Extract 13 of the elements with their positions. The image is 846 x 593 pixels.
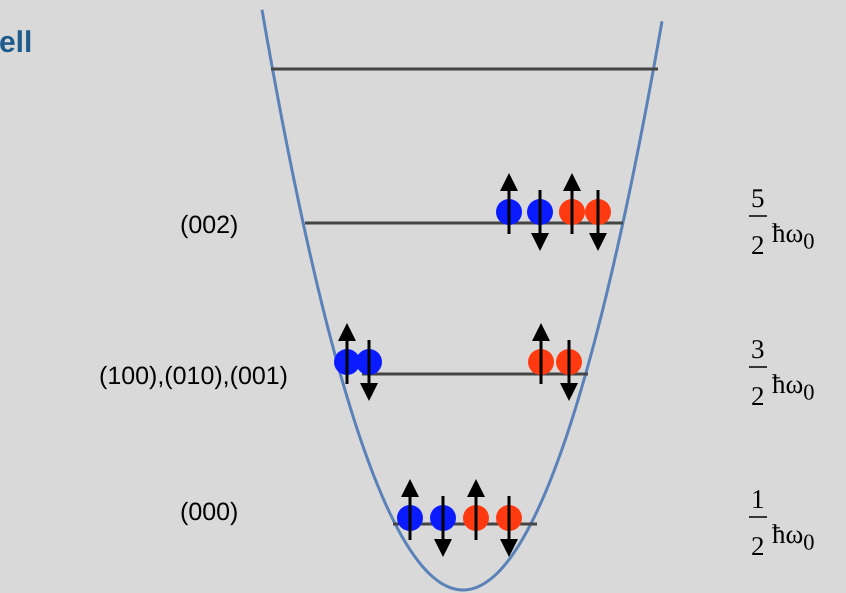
- fraction-denominator: 2: [751, 533, 764, 560]
- level-label: (100),(010),(001): [99, 364, 288, 389]
- level-label: (002): [180, 213, 238, 238]
- level-label: (000): [180, 500, 238, 525]
- fraction-denominator: 2: [751, 232, 764, 259]
- energy-unit: ħω$_{0}$: [772, 371, 815, 404]
- fraction-numerator: 3: [751, 336, 764, 363]
- fraction-numerator: 5: [751, 185, 764, 212]
- title: ell: [0, 28, 32, 58]
- energy-unit: ħω$_{0}$: [772, 521, 815, 554]
- fraction-denominator: 2: [751, 383, 764, 410]
- energy-unit: ħω$_{0}$: [772, 220, 815, 253]
- fraction-numerator: 1: [751, 486, 764, 513]
